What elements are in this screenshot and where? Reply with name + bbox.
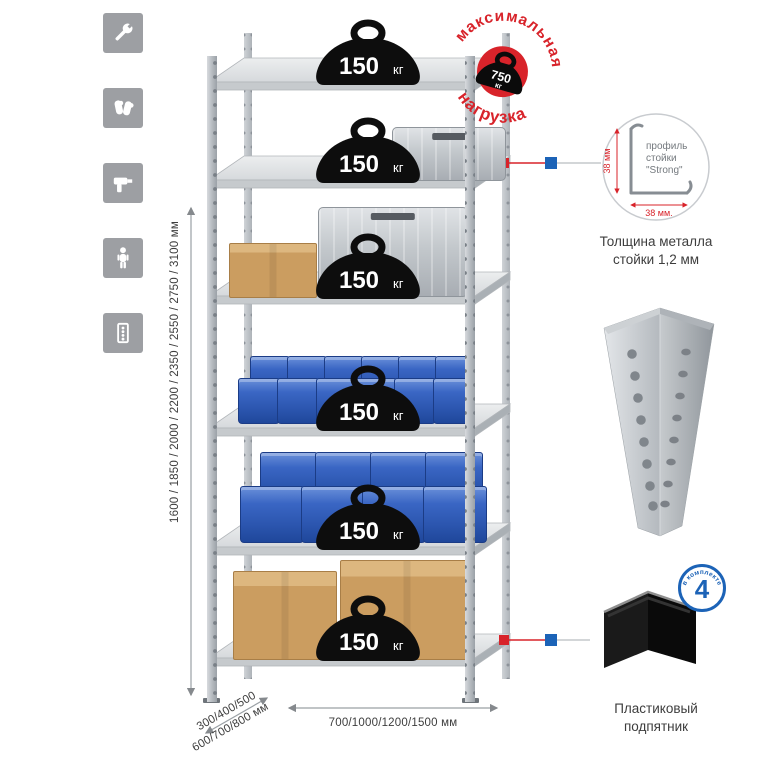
profile-caption: Толщина металла стойки 1,2 мм: [571, 233, 741, 269]
svg-text:150: 150: [339, 518, 379, 545]
profile-dim-horizontal: 38 мм.: [645, 208, 672, 218]
svg-text:кг: кг: [393, 160, 404, 175]
depth-dimension: 300/400/500 600/700/800 мм: [190, 690, 270, 754]
shelf-load-badge: 150 кг: [312, 364, 424, 432]
svg-text:150: 150: [339, 151, 379, 178]
foot-caption: Пластиковый подпятник: [571, 700, 741, 736]
svg-text:4: 4: [695, 574, 710, 604]
person-icon: [103, 238, 143, 278]
svg-text:150: 150: [339, 399, 379, 426]
plastic-foot-photo: [588, 576, 712, 680]
foot-caption-line1: Пластиковый: [614, 701, 698, 716]
cardboard-box: [229, 243, 317, 298]
shelf-load-badge: 150 кг: [312, 18, 424, 86]
foot-callout-connector: [499, 634, 590, 646]
wrench-icon: [103, 13, 143, 53]
plastic-bin: [423, 486, 487, 543]
blue-marker-square: [545, 634, 557, 646]
foot-caption-line2: подпятник: [623, 718, 689, 734]
profile-caption-line1: Толщина металла: [599, 234, 713, 249]
height-dimension-label: 1600 / 1850 / 2000 / 2200 / 2350 / 2550 …: [169, 221, 181, 523]
width-dimension-label: 700/1000/1200/1500 мм: [329, 717, 458, 729]
profile-detail-diagram: 38 мм 38 мм. профиль стойки "Strong": [602, 113, 710, 221]
kit-count-badge: в комплекте 4: [676, 562, 728, 614]
svg-text:кг: кг: [393, 527, 404, 542]
svg-text:кг: кг: [393, 276, 404, 291]
case-latch: [370, 213, 416, 220]
rack-back-posts: [244, 33, 510, 679]
angle-post-photo: [582, 298, 732, 546]
plastic-bin: [238, 378, 280, 424]
svg-text:кг: кг: [393, 638, 404, 653]
svg-text:750: 750: [489, 67, 513, 86]
svg-text:150: 150: [339, 267, 379, 294]
work-gloves-icon: [103, 88, 143, 128]
svg-text:150: 150: [339, 629, 379, 656]
drill-icon: [103, 163, 143, 203]
profile-callout-connector: [499, 157, 601, 169]
profile-dim-vertical: 38 мм: [602, 149, 612, 174]
height-dimension: 1600 / 1850 / 2000 / 2200 / 2350 / 2550 …: [169, 206, 196, 697]
shelf-load-badge: 150 кг: [312, 594, 424, 662]
svg-text:кг: кг: [393, 408, 404, 423]
profile-caption-line2: стойки 1,2 мм: [612, 251, 700, 267]
plastic-bin: [433, 378, 475, 424]
width-dimension: 700/1000/1200/1500 мм: [287, 703, 499, 729]
upright-post-icon: [103, 313, 143, 353]
blue-marker-square: [545, 157, 557, 169]
shelf-load-badge: 150 кг: [312, 483, 424, 551]
profile-label-3: "Strong": [646, 165, 683, 176]
profile-label-2: стойки: [646, 153, 677, 164]
shelf-load-badge: 150 кг: [312, 116, 424, 184]
case-latch: [432, 133, 466, 140]
red-marker-square: [499, 635, 509, 645]
profile-label-1: профиль: [646, 140, 687, 152]
svg-text:150: 150: [339, 53, 379, 80]
plastic-bin: [240, 486, 304, 543]
shelf-load-badge: 150 кг: [312, 232, 424, 300]
svg-text:кг: кг: [393, 62, 404, 77]
max-load-stamp: максимальная нагрузка 750 кг: [437, 0, 577, 135]
svg-text:кг: кг: [494, 80, 503, 91]
